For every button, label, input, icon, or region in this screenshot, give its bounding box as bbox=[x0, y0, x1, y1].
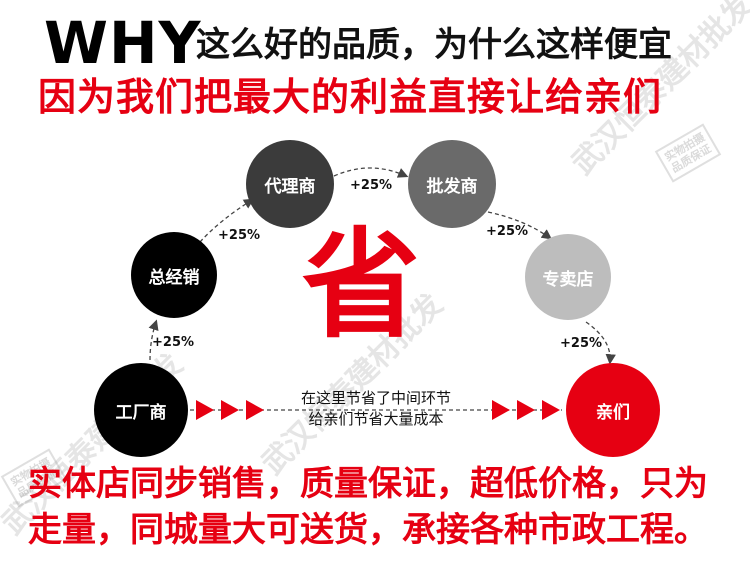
node-customers-label: 亲们 bbox=[596, 402, 630, 423]
node-store-label: 专卖店 bbox=[542, 269, 594, 290]
markup-label: +25% bbox=[560, 336, 603, 351]
answer-heading: 因为我们把最大的利益直接让给亲们 bbox=[38, 75, 663, 119]
connector-agent-wholesaler bbox=[333, 167, 409, 178]
node-distributor: 总经销 bbox=[131, 232, 217, 318]
middle-note-line2: 给亲们节省大量成本 bbox=[308, 410, 444, 428]
node-wholesaler-label: 批发商 bbox=[426, 176, 478, 197]
red-arrow bbox=[492, 400, 510, 420]
node-agent-label: 代理商 bbox=[264, 176, 316, 197]
markup-label: +25% bbox=[152, 335, 195, 350]
markup-label: +25% bbox=[350, 178, 393, 193]
node-distributor-label: 总经销 bbox=[148, 267, 200, 288]
red-arrow bbox=[542, 400, 560, 420]
node-factory: 工厂商 bbox=[94, 363, 188, 457]
node-store: 专卖店 bbox=[525, 234, 611, 320]
question-heading: 这么好的品质，为什么这样便宜 bbox=[196, 25, 672, 65]
markup-label: +25% bbox=[218, 228, 261, 243]
footer-line1: 实体店同步销售，质量保证，超低价格，只为 bbox=[28, 464, 708, 504]
red-arrow bbox=[246, 400, 264, 420]
node-customers: 亲们 bbox=[566, 363, 660, 457]
why-heading: WHY bbox=[44, 9, 202, 77]
connector-distributor-agent bbox=[199, 198, 255, 243]
node-factory-label: 工厂商 bbox=[115, 402, 167, 423]
red-arrow bbox=[517, 400, 535, 420]
footer-line2: 走量，同城量大可送货，承接各种市政工程。 bbox=[28, 510, 708, 550]
red-arrow bbox=[221, 400, 239, 420]
connector-store-customers bbox=[585, 321, 616, 365]
node-wholesaler: 批发商 bbox=[408, 140, 496, 228]
connector-wholesaler-store bbox=[487, 211, 553, 240]
middle-note: 在这里节省了中间环节 给亲们节省大量成本 bbox=[260, 388, 492, 430]
save-character: 省 bbox=[302, 216, 421, 354]
middle-note-line1: 在这里节省了中间环节 bbox=[300, 389, 451, 407]
red-arrow bbox=[196, 400, 214, 420]
connector-factory-distributor bbox=[148, 319, 159, 361]
node-agent: 代理商 bbox=[246, 140, 334, 228]
markup-label: +25% bbox=[486, 224, 529, 239]
